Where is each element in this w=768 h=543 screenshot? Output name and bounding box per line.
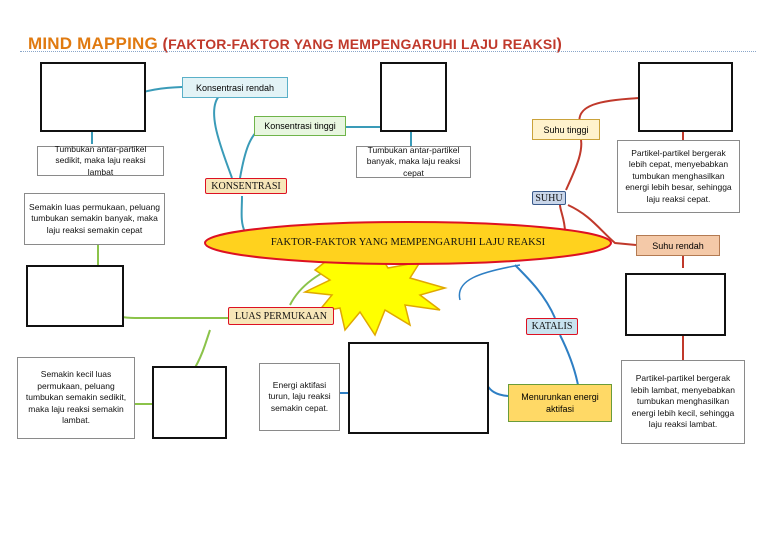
center-ellipse	[204, 221, 612, 265]
image-placeholder-luas-kecil	[152, 366, 227, 439]
line-katalis-green	[458, 264, 521, 301]
line-katalis-box	[486, 384, 509, 397]
image-placeholder-suhu-rendah	[625, 273, 726, 336]
title-rule	[20, 51, 756, 52]
title-open: (	[157, 36, 169, 53]
title-close: )	[556, 36, 563, 53]
line-konsentrasi-center	[240, 195, 246, 233]
label-suhu-rendah: Suhu rendah	[636, 235, 720, 256]
image-placeholder-katalis	[348, 342, 489, 434]
label-konsentrasi-rendah: Konsentrasi rendah	[182, 77, 288, 98]
image-placeholder-luas	[26, 265, 124, 327]
image-placeholder-suhu-tinggi	[638, 62, 733, 132]
image-placeholder-konsentrasi-tinggi	[380, 62, 447, 132]
text-suhu-rendah: Partikel-partikel bergerak lebih lambat,…	[621, 360, 745, 444]
image-placeholder-konsentrasi-rendah	[40, 62, 146, 132]
label-konsentrasi-tinggi: Konsentrasi tinggi	[254, 116, 346, 136]
line-suhu-center	[559, 204, 566, 233]
key-suhu: SUHU	[532, 191, 566, 205]
center-topic: FAKTOR-FAKTOR YANG MEMPENGARUHI LAJU REA…	[270, 236, 546, 248]
label-suhu-tinggi: Suhu tinggi	[532, 119, 600, 140]
line-katalis-center	[514, 264, 556, 319]
line-suhu-rendah	[567, 204, 637, 246]
key-konsentrasi: KONSENTRASI	[205, 178, 287, 194]
key-luas-permukaan: LUAS PERMUKAAN	[228, 307, 334, 325]
text-luas-kecil: Semakin kecil luas permukaan, peluang tu…	[17, 357, 135, 439]
line-konsentrasi-rendah	[213, 86, 241, 179]
text-suhu-tinggi: Partikel-partikel bergerak lebih cepat, …	[617, 140, 740, 213]
title-sub: FAKTOR-FAKTOR YANG MEMPENGARUHI LAJU REA…	[168, 36, 557, 52]
line-katalis-down	[559, 334, 579, 386]
text-luas-permukaan: Semakin luas permukaan, peluang tumbukan…	[24, 193, 165, 245]
page-title: MIND MAPPING (FAKTOR-FAKTOR YANG MEMPENG…	[28, 34, 562, 54]
text-konsentrasi-tinggi: Tumbukan antar-partikel banyak, maka laj…	[356, 145, 471, 178]
text-konsentrasi-rendah: Tumbukan antar-partikel sedikit, maka la…	[37, 144, 164, 177]
text-katalis: Energi aktifasi turun, laju reaksi semak…	[259, 363, 340, 431]
label-menurunkan-energi: Menurunkan energi aktifasi	[508, 384, 612, 422]
key-katalis: KATALIS	[526, 318, 578, 335]
title-main: MIND MAPPING	[28, 34, 158, 53]
